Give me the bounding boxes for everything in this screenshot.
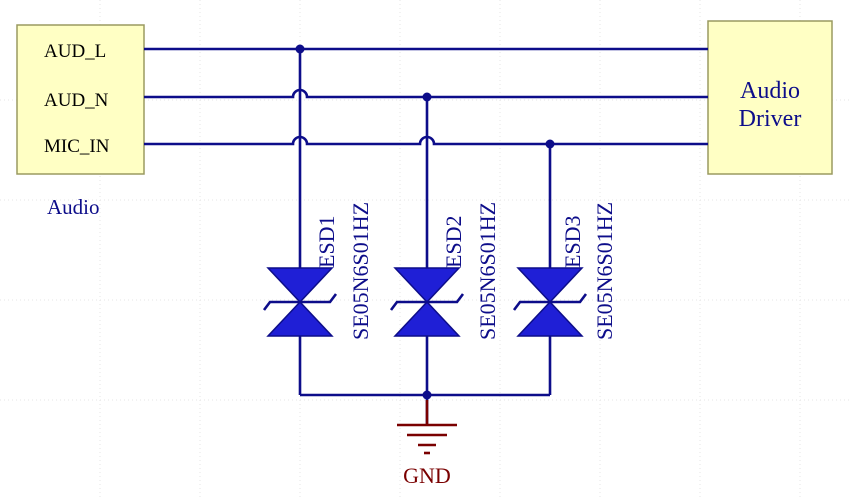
esd3-bar — [512, 293, 588, 311]
junction-ground — [422, 390, 432, 400]
junction-aud-n — [422, 92, 432, 102]
junction-aud-l — [295, 44, 305, 54]
audio-driver-line2: Driver — [739, 106, 802, 132]
pin-aud-l-label: AUD_L — [44, 41, 106, 62]
ground-symbol — [397, 400, 457, 455]
esd2-lower-triangle — [393, 300, 461, 337]
esd2-part: SE05N6S01HZ — [475, 202, 500, 340]
esd2-diode[interactable] — [389, 267, 465, 337]
esd3-diode[interactable] — [512, 267, 588, 337]
ground-label: GND — [403, 463, 451, 488]
audio-block-body — [16, 24, 145, 175]
esd3-part: SE05N6S01HZ — [592, 202, 617, 340]
esd2-bar — [389, 293, 465, 311]
esd2-upper-triangle — [393, 267, 461, 304]
esd2-ref: ESD2 — [441, 215, 466, 268]
audio-driver-block[interactable]: Audio Driver — [707, 20, 833, 175]
junctions — [295, 44, 555, 400]
audio-driver-line1: Audio — [740, 78, 800, 104]
pin-aud-n-label: AUD_N — [44, 90, 109, 111]
esd-wires — [298, 49, 552, 425]
esd3-lower-triangle — [516, 300, 584, 337]
wire-mic-in — [144, 135, 708, 146]
esd3-upper-triangle — [516, 267, 584, 304]
pin-mic-in-label: MIC_IN — [44, 136, 110, 157]
esd1-lower-triangle — [266, 300, 334, 337]
esd1-upper-triangle — [266, 267, 334, 304]
esd1-part: SE05N6S01HZ — [348, 202, 373, 340]
audio-block[interactable]: AUD_L AUD_N MIC_IN — [16, 24, 145, 175]
esd1-bar — [262, 293, 338, 311]
esd1-diode[interactable] — [262, 267, 338, 337]
esd1-ref: ESD1 — [314, 215, 339, 268]
esd3-ref: ESD3 — [560, 215, 585, 268]
audio-block-label: Audio — [47, 195, 100, 219]
junction-mic-in — [545, 139, 555, 149]
audio-driver-body — [707, 20, 833, 175]
